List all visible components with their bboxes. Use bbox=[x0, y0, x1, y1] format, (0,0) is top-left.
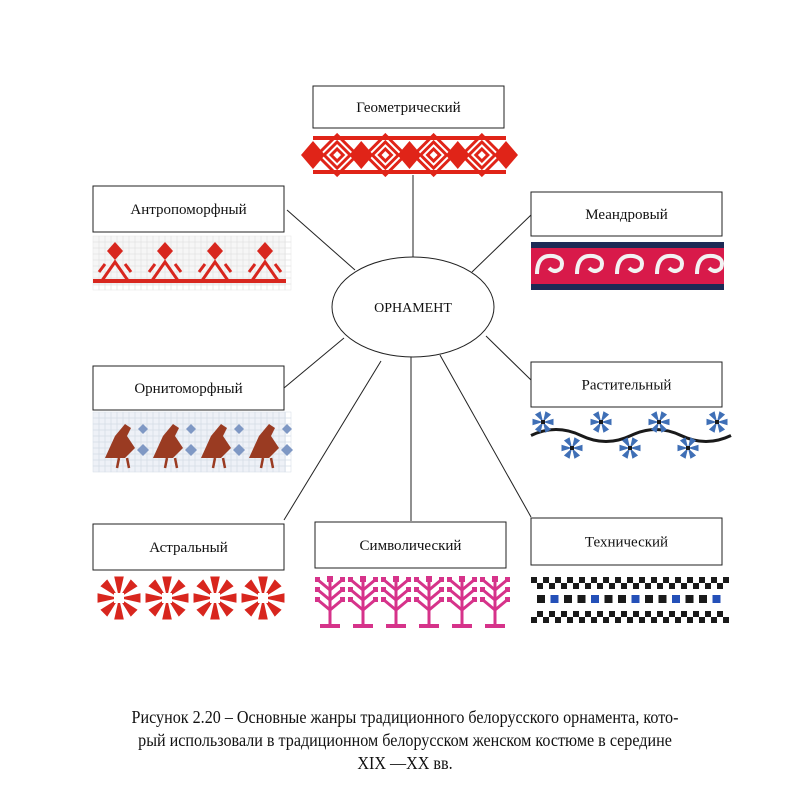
geometric-label: Геометрический bbox=[356, 100, 460, 116]
technical-label-box bbox=[530, 517, 723, 566]
figure-caption: Рисунок 2.20 – Основные жанры традиционн… bbox=[69, 706, 741, 775]
meander-pattern bbox=[531, 242, 724, 290]
astral-pattern bbox=[97, 576, 285, 620]
genre-geometric: Геометрический bbox=[301, 85, 518, 178]
anthropomorphic-label: Антропоморфный bbox=[130, 202, 246, 218]
center-ellipse bbox=[331, 256, 495, 358]
genre-meander: Меандровый bbox=[530, 191, 724, 290]
connector-astral bbox=[283, 360, 382, 521]
center-node: ОРНАМЕНТ bbox=[331, 256, 495, 358]
connector-lines bbox=[283, 175, 532, 521]
anthropomorphic-band-bg bbox=[93, 236, 286, 286]
geometric-label-box bbox=[312, 85, 505, 129]
anthropomorphic-label-box bbox=[92, 185, 285, 233]
genre-astral: Астральный bbox=[92, 523, 286, 624]
genre-floral: Растительный bbox=[530, 361, 732, 463]
symbolic-band-bg bbox=[312, 570, 513, 630]
caption-line-2: рый использовали в традиционном белорусс… bbox=[138, 730, 672, 750]
symbolic-label: Символический bbox=[360, 538, 462, 554]
genre-ornithomorphic: Орнитоморфный bbox=[92, 365, 293, 473]
ornithomorphic-label: Орнитоморфный bbox=[134, 381, 242, 397]
technical-label: Технический bbox=[585, 535, 668, 551]
ornithomorphic-pattern bbox=[92, 411, 293, 473]
meander-label-box bbox=[530, 191, 723, 237]
meander-label: Меандровый bbox=[585, 207, 668, 223]
floral-label: Растительный bbox=[582, 378, 672, 394]
symbolic-pattern bbox=[315, 576, 510, 628]
genre-technical: Технический bbox=[530, 517, 729, 625]
center-label: ОРНАМЕНТ bbox=[374, 301, 452, 316]
geometric-pattern bbox=[301, 132, 518, 178]
anthropomorphic-pattern bbox=[92, 235, 292, 291]
genre-anthropomorphic: Антропоморфный bbox=[92, 185, 292, 291]
caption-line-1: Рисунок 2.20 – Основные жанры традиционн… bbox=[131, 707, 679, 727]
floral-label-box bbox=[530, 361, 723, 408]
astral-label: Астральный bbox=[149, 540, 228, 556]
connector-meander bbox=[471, 214, 532, 273]
connector-ornithomorphic bbox=[283, 337, 345, 389]
astral-label-box bbox=[92, 523, 285, 571]
connector-floral bbox=[485, 335, 532, 381]
connector-technical bbox=[439, 354, 532, 518]
floral-pattern bbox=[530, 411, 732, 459]
ornithomorphic-label-box bbox=[92, 365, 285, 411]
connector-anthropomorphic bbox=[286, 209, 356, 271]
genre-symbolic: Символический bbox=[312, 521, 513, 630]
caption-line-3: XIX —XX вв. bbox=[357, 753, 453, 773]
symbolic-label-box bbox=[314, 521, 507, 569]
technical-pattern bbox=[531, 577, 729, 623]
